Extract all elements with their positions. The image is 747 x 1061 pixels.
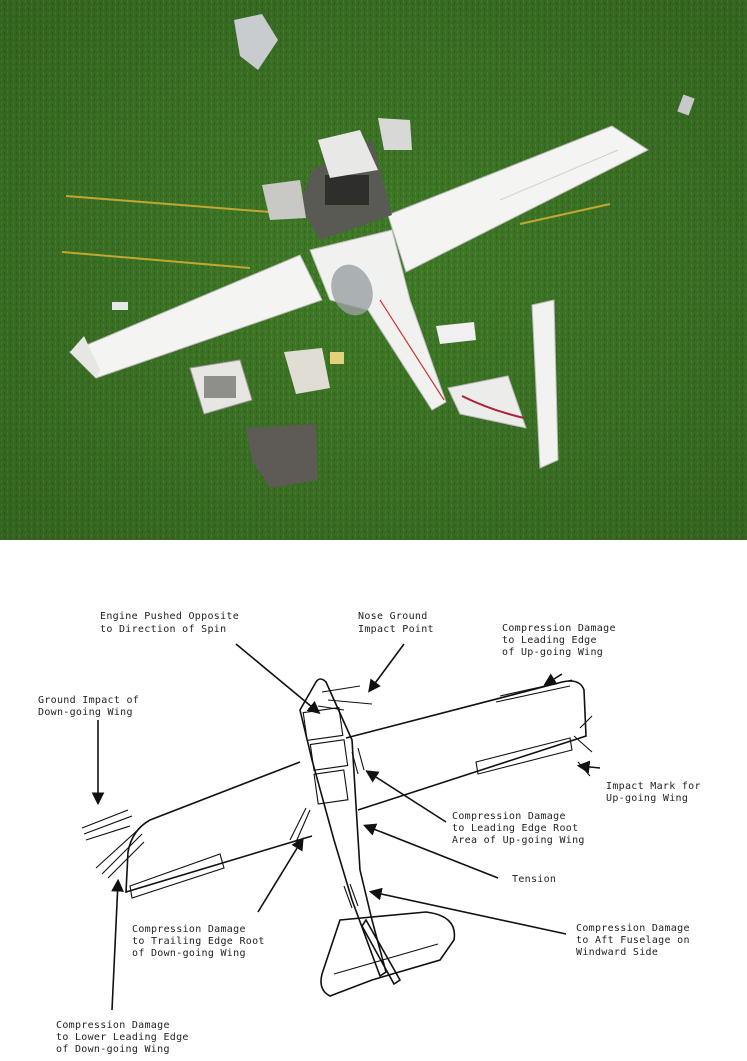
svg-text:Windward Side: Windward Side xyxy=(576,947,658,958)
label-compression-trailing-down: Compression Damage to Trailing Edge Root… xyxy=(132,924,265,959)
svg-text:Compression Damage: Compression Damage xyxy=(56,1020,170,1031)
label-nose: Nose Ground Impact Point xyxy=(358,611,434,635)
svg-text:to Trailing Edge Root: to Trailing Edge Root xyxy=(132,936,265,947)
svg-text:of Down-going Wing: of Down-going Wing xyxy=(132,948,246,959)
crash-site-photo xyxy=(0,0,747,540)
left-wing xyxy=(69,254,323,379)
crashed-aircraft-photo-icon xyxy=(0,0,747,540)
svg-text:Compression Damage: Compression Damage xyxy=(132,924,246,935)
svg-text:Impact Point: Impact Point xyxy=(358,624,434,635)
svg-text:to Direction of Spin: to Direction of Spin xyxy=(100,624,226,635)
svg-text:Down-going Wing: Down-going Wing xyxy=(38,707,133,718)
debris-pieces xyxy=(112,14,695,488)
svg-text:to Lower Leading Edge: to Lower Leading Edge xyxy=(56,1032,189,1043)
svg-text:Nose Ground: Nose Ground xyxy=(358,611,428,622)
svg-text:of Up-going Wing: of Up-going Wing xyxy=(502,647,603,658)
svg-text:Tension: Tension xyxy=(512,874,556,885)
svg-text:of Down-going Wing: of Down-going Wing xyxy=(56,1044,170,1055)
tail-section xyxy=(447,375,527,429)
svg-text:Engine Pushed Opposite: Engine Pushed Opposite xyxy=(100,611,239,622)
ground-marker-lines xyxy=(61,195,611,269)
engine-wreckage xyxy=(262,118,412,240)
svg-text:Area of Up-going Wing: Area of Up-going Wing xyxy=(452,835,585,846)
svg-text:Compression Damage: Compression Damage xyxy=(576,923,690,934)
label-compression-aft: Compression Damage to Aft Fuselage on Wi… xyxy=(576,923,690,958)
label-ground-impact-down: Ground Impact of Down-going Wing xyxy=(38,695,139,718)
damage-hatching xyxy=(81,679,593,909)
svg-text:Compression Damage: Compression Damage xyxy=(502,623,616,634)
label-compression-up-leading: Compression Damage to Leading Edge of Up… xyxy=(502,623,616,658)
label-impact-mark-up: Impact Mark for Up-going Wing xyxy=(606,781,701,804)
label-compression-root-up: Compression Damage to Leading Edge Root … xyxy=(452,811,585,846)
label-tension: Tension xyxy=(512,874,556,885)
annotation-arrows xyxy=(91,643,601,1011)
svg-text:Compression Damage: Compression Damage xyxy=(452,811,566,822)
svg-text:to Leading Edge: to Leading Edge xyxy=(502,635,597,646)
right-wing xyxy=(387,125,649,273)
label-engine: Engine Pushed Opposite to Direction of S… xyxy=(100,611,239,635)
svg-text:Up-going Wing: Up-going Wing xyxy=(606,793,688,804)
aircraft-spin-diagram-icon: Engine Pushed Opposite to Direction of S… xyxy=(38,611,701,1055)
label-compression-lower-down: Compression Damage to Lower Leading Edge… xyxy=(56,1020,189,1055)
svg-text:to Aft Fuselage on: to Aft Fuselage on xyxy=(576,935,690,946)
svg-text:Impact Mark for: Impact Mark for xyxy=(606,781,701,792)
horizontal-stabilizer xyxy=(531,299,559,469)
spin-damage-diagram: Engine Pushed Opposite to Direction of S… xyxy=(0,540,747,1061)
svg-text:to Leading Edge Root: to Leading Edge Root xyxy=(452,823,578,834)
svg-text:Ground Impact of: Ground Impact of xyxy=(38,695,139,706)
